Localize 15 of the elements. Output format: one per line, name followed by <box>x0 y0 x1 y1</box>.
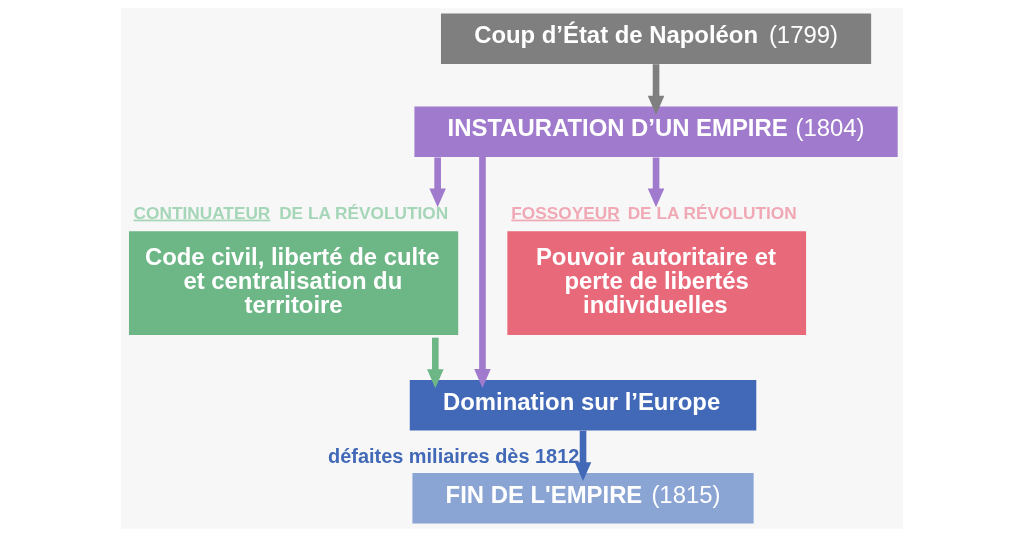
arrow <box>647 157 665 208</box>
node-box: FIN DE L'EMPIRE (1815) <box>412 472 754 524</box>
node-box: Code civil, liberté de culte et centralisation du territoire <box>128 231 459 335</box>
edge-label: défaites miliaires dès 1812 <box>328 444 580 467</box>
node-label: CONTINUATEUR DE LA RÉVOLUTION <box>133 202 449 223</box>
arrow <box>647 64 665 115</box>
arrow <box>474 157 491 388</box>
arrow <box>427 337 444 389</box>
arrow <box>574 430 592 482</box>
arrow <box>429 157 446 208</box>
node-box: Domination sur l’Europe <box>409 380 757 431</box>
node-box: Coup d’État de Napoléon (1799) <box>440 13 872 65</box>
node-label: FOSSOYEUR DE LA RÉVOLUTION <box>511 202 797 223</box>
node-box: Pouvoir autoritaire et perte de libertés individuelles <box>507 231 807 335</box>
node-box: INSTAURATION D’UN EMPIRE (1804) <box>414 106 898 157</box>
